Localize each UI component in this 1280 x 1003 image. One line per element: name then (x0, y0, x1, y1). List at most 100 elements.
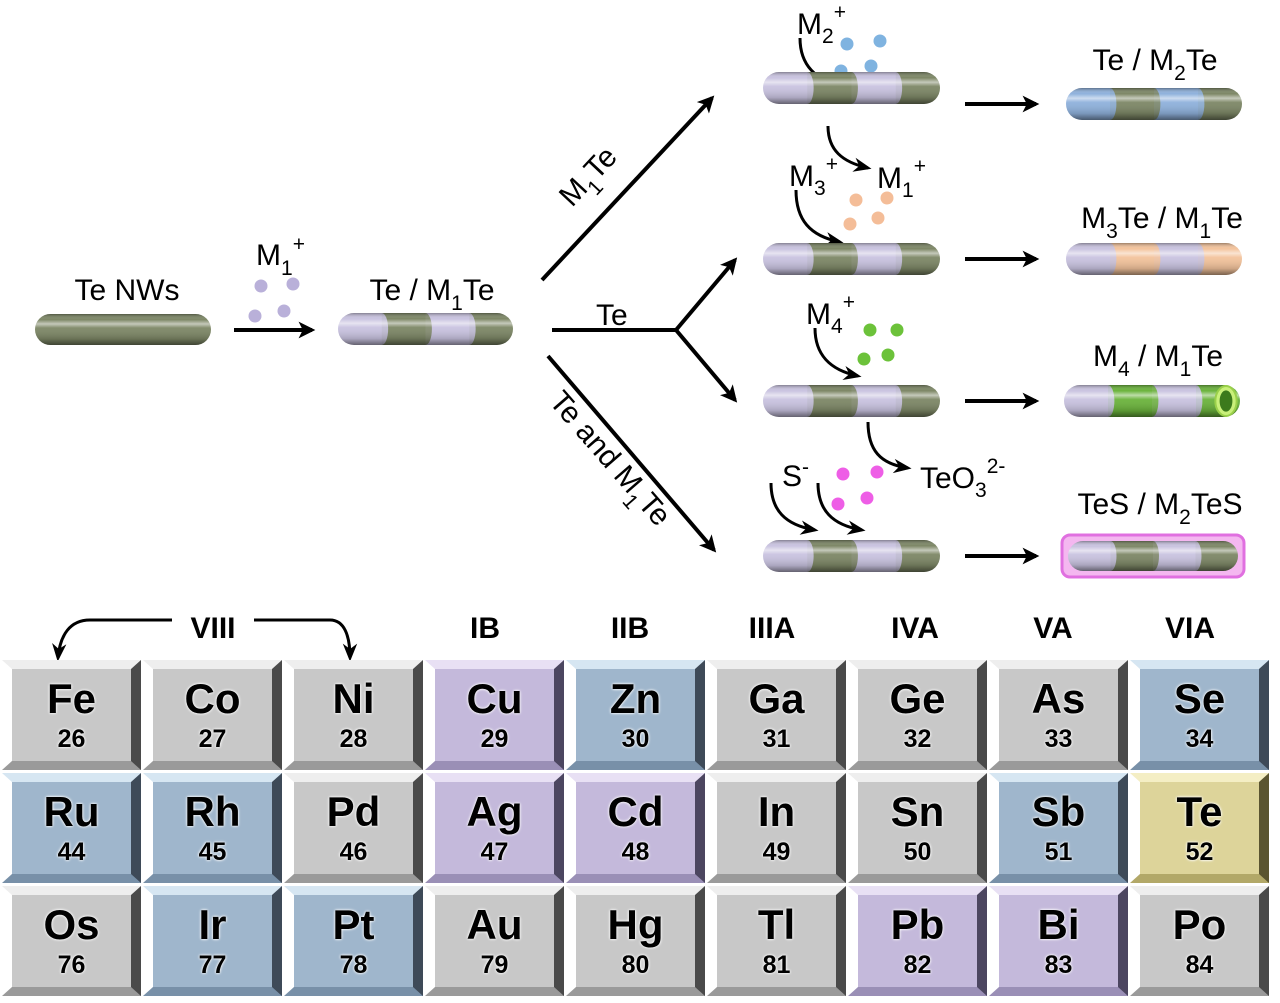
atomic-number: 29 (480, 725, 509, 753)
atomic-number: 50 (903, 838, 932, 866)
element-symbol: Ni (332, 675, 375, 722)
group-label-ib: IB (470, 612, 500, 645)
element-symbol: Co (184, 675, 241, 722)
atomic-number: 45 (198, 838, 227, 866)
label-part: Te (1186, 44, 1218, 77)
branch-label-te-and-m1te: Te and M1Te (537, 385, 677, 538)
element-symbol: Bi (1037, 901, 1080, 948)
label-part: Te / M (1092, 44, 1174, 77)
branch-arrow-te-and-m1te (546, 354, 717, 553)
te-nanowire-start: Te NWs (35, 274, 211, 345)
label-part: TeS (1191, 488, 1243, 521)
label-part: Te (578, 140, 624, 186)
atomic-number: 47 (480, 838, 509, 866)
ion-dot (840, 37, 854, 51)
curved-arrow-in (813, 327, 862, 381)
ion-base: M (877, 162, 902, 195)
ion-base: M (256, 239, 281, 272)
ion-dot (864, 59, 878, 73)
ion-dot (286, 277, 300, 291)
curved-arrow-out (826, 125, 872, 172)
reactant-rod (763, 385, 940, 417)
atomic-number: 32 (903, 725, 932, 753)
reaction-scheme: Te NWs M1+ Te / M1Te M1Te Te Te and M1Te… (35, 1, 1246, 579)
element-symbol: Se (1173, 675, 1226, 722)
ion-dot (277, 304, 291, 318)
atomic-number: 82 (903, 951, 932, 979)
atomic-number: 30 (621, 725, 650, 753)
atomic-number: 34 (1185, 725, 1214, 753)
atomic-number: 44 (57, 838, 86, 866)
rod-body (763, 243, 940, 275)
label-part: Te (1191, 340, 1223, 373)
ion-dot (849, 193, 863, 207)
ion-sup: + (843, 291, 855, 314)
atomic-number: 26 (57, 725, 86, 753)
atomic-number: 77 (198, 951, 227, 979)
group-label-via: VIA (1164, 612, 1216, 645)
rod-body (763, 540, 940, 572)
rod-shading (1068, 541, 1238, 571)
element-symbol: Rh (184, 788, 241, 835)
ion-sub: 4 (831, 315, 843, 338)
atomic-number: 83 (1044, 951, 1073, 979)
ion-dot (870, 465, 884, 479)
rod-shading (1066, 88, 1242, 120)
product-label-m4-m1te: M4 / M1Te (1093, 340, 1223, 381)
element-symbol: Sn (890, 788, 945, 835)
element-symbol: Hg (607, 901, 664, 948)
atomic-number: 79 (480, 951, 509, 979)
element-cell-pb: Pb 82 (848, 886, 987, 996)
ion-dot (843, 217, 857, 231)
atomic-number: 84 (1185, 951, 1214, 979)
branch-arrow-m1te (540, 95, 715, 282)
atomic-number: 78 (339, 951, 368, 979)
ion-sub: 2 (822, 25, 834, 48)
reaction-rows: M2+ Te / M2Te M1+ M3+ M3Te / M1Te M4+ (763, 1, 1246, 579)
ion-base: M (806, 298, 831, 331)
element-symbol: Tl (757, 901, 796, 948)
element-cell-co: Co 27 (143, 660, 282, 770)
ion-dot (831, 497, 845, 511)
ion-base: M (797, 8, 822, 41)
element-symbol: Pb (890, 901, 945, 948)
bracket-arrow-left (52, 618, 172, 662)
atomic-number: 49 (762, 838, 791, 866)
label-sub: 2 (1174, 62, 1186, 85)
rod-shading (763, 385, 940, 417)
group-label-iva: IVA (891, 612, 939, 645)
rod-shading (338, 313, 513, 345)
reactant-rod (763, 540, 940, 572)
ion-sup: - (802, 456, 809, 479)
rod-shading (763, 72, 940, 104)
curved-arrow-in (769, 482, 819, 535)
element-symbol: Pd (326, 788, 381, 835)
atomic-number: 51 (1044, 838, 1073, 866)
product-rod (1066, 243, 1242, 275)
element-symbol: As (1031, 675, 1086, 722)
atomic-number: 27 (198, 725, 227, 753)
curved-arrow-in (816, 482, 866, 535)
product-rod (1064, 385, 1240, 417)
m4-ion-dots (857, 323, 904, 366)
reactant-rod (763, 243, 940, 275)
group-viii-bracket (52, 618, 358, 662)
atomic-number: 46 (339, 838, 368, 866)
ion-sub: 3 (814, 177, 826, 200)
te-nws-label: Te NWs (75, 274, 180, 307)
element-cell-se: Se 34 (1130, 660, 1269, 770)
label-part: / M (1130, 340, 1180, 373)
rod-shading (763, 540, 940, 572)
ion-dot (871, 211, 885, 225)
ion-dot (890, 323, 904, 337)
